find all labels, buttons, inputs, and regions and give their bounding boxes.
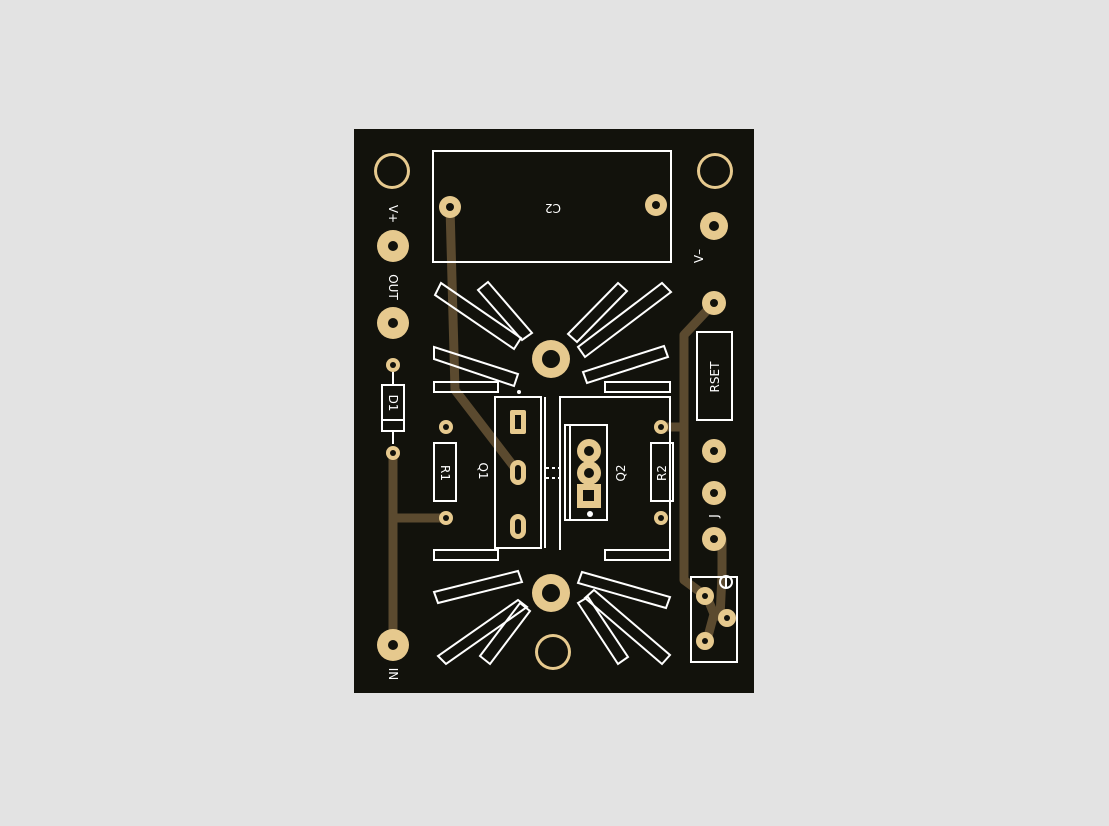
pad-drill (515, 465, 521, 480)
copper-pads (377, 194, 736, 661)
heatsink-fin (566, 281, 629, 344)
copper-traces (388, 202, 727, 650)
heatsink-fin (476, 280, 534, 342)
heatsink-fin (576, 281, 673, 359)
q2-heatsink-outline (559, 396, 671, 551)
pad-drill (702, 593, 708, 599)
pad-drill (584, 468, 594, 478)
pad-drill (583, 490, 594, 501)
mounting-hole-drill (377, 156, 407, 186)
pad-drill (658, 515, 664, 521)
silkscreen-labels: C2 V+ OUT D1 R1 Q1 Q2 R2 RSET V– J IN (386, 201, 722, 680)
in-label: IN (386, 668, 400, 681)
pad-drill (446, 203, 454, 211)
j-label: J (707, 514, 721, 519)
pad-drill (515, 519, 521, 534)
heatsink-fin (581, 344, 670, 385)
pad-drill (542, 350, 560, 368)
pad-drill (702, 638, 708, 644)
heatsink-fin (583, 588, 672, 666)
pad-drill (710, 447, 718, 455)
pad-drill (388, 241, 398, 251)
v-minus-label: V– (692, 249, 706, 263)
pad-drill (710, 299, 718, 307)
heatsink-outline (432, 280, 673, 666)
r1-outline (433, 442, 457, 502)
mounting-holes (374, 153, 733, 670)
out-label: OUT (386, 274, 400, 300)
q1-outline (494, 396, 542, 549)
q2-label: Q2 (614, 464, 628, 481)
mounting-hole-drill (538, 637, 568, 667)
pad-drill (584, 446, 594, 456)
trace-c2-to-q1 (445, 202, 523, 477)
c2-outline (432, 150, 672, 263)
pad-drill (724, 615, 730, 621)
heatsink-fin (433, 549, 499, 561)
pad-drill (710, 489, 718, 497)
r2-label: R2 (655, 465, 669, 481)
pad-drill (710, 535, 718, 543)
trimmer-outline (690, 576, 738, 663)
silkscreen-outlines (381, 150, 738, 663)
pad-drill (390, 450, 396, 456)
pad-drill (388, 640, 398, 650)
q2-outline (564, 424, 608, 521)
c2-label: C2 (545, 201, 561, 215)
heatsink-fin (432, 569, 524, 605)
trace-vminus-to-trimmer (679, 298, 719, 645)
q1-pin1-dot (517, 390, 521, 394)
r2-outline (650, 442, 674, 502)
pad-drill (443, 424, 449, 430)
pad-drill (443, 515, 449, 521)
pad-drill (709, 221, 719, 231)
heatsink-fin (433, 345, 520, 388)
pad-drill (388, 318, 398, 328)
heatsink-fin (433, 381, 499, 393)
pad-drill (515, 415, 521, 429)
heatsink-fin (478, 601, 532, 666)
rset-label: RSET (708, 361, 722, 393)
r1-label: R1 (438, 465, 452, 481)
heatsink-fin (433, 281, 523, 351)
pad-drill (658, 424, 664, 430)
heatsink-fin (604, 381, 671, 393)
pad-drill (542, 584, 560, 602)
v-plus-label: V+ (386, 205, 400, 223)
heatsink-fin (436, 598, 529, 666)
q1-label: Q1 (476, 462, 490, 479)
pad-drill (390, 362, 396, 368)
q2-pin1-dot (587, 511, 593, 517)
heatsink-fin (576, 570, 672, 610)
trace-trimmer-link (715, 534, 727, 622)
pad-drill (652, 201, 660, 209)
d1-label: D1 (386, 395, 400, 412)
rset-outline (696, 331, 733, 421)
mounting-hole-drill (700, 156, 730, 186)
